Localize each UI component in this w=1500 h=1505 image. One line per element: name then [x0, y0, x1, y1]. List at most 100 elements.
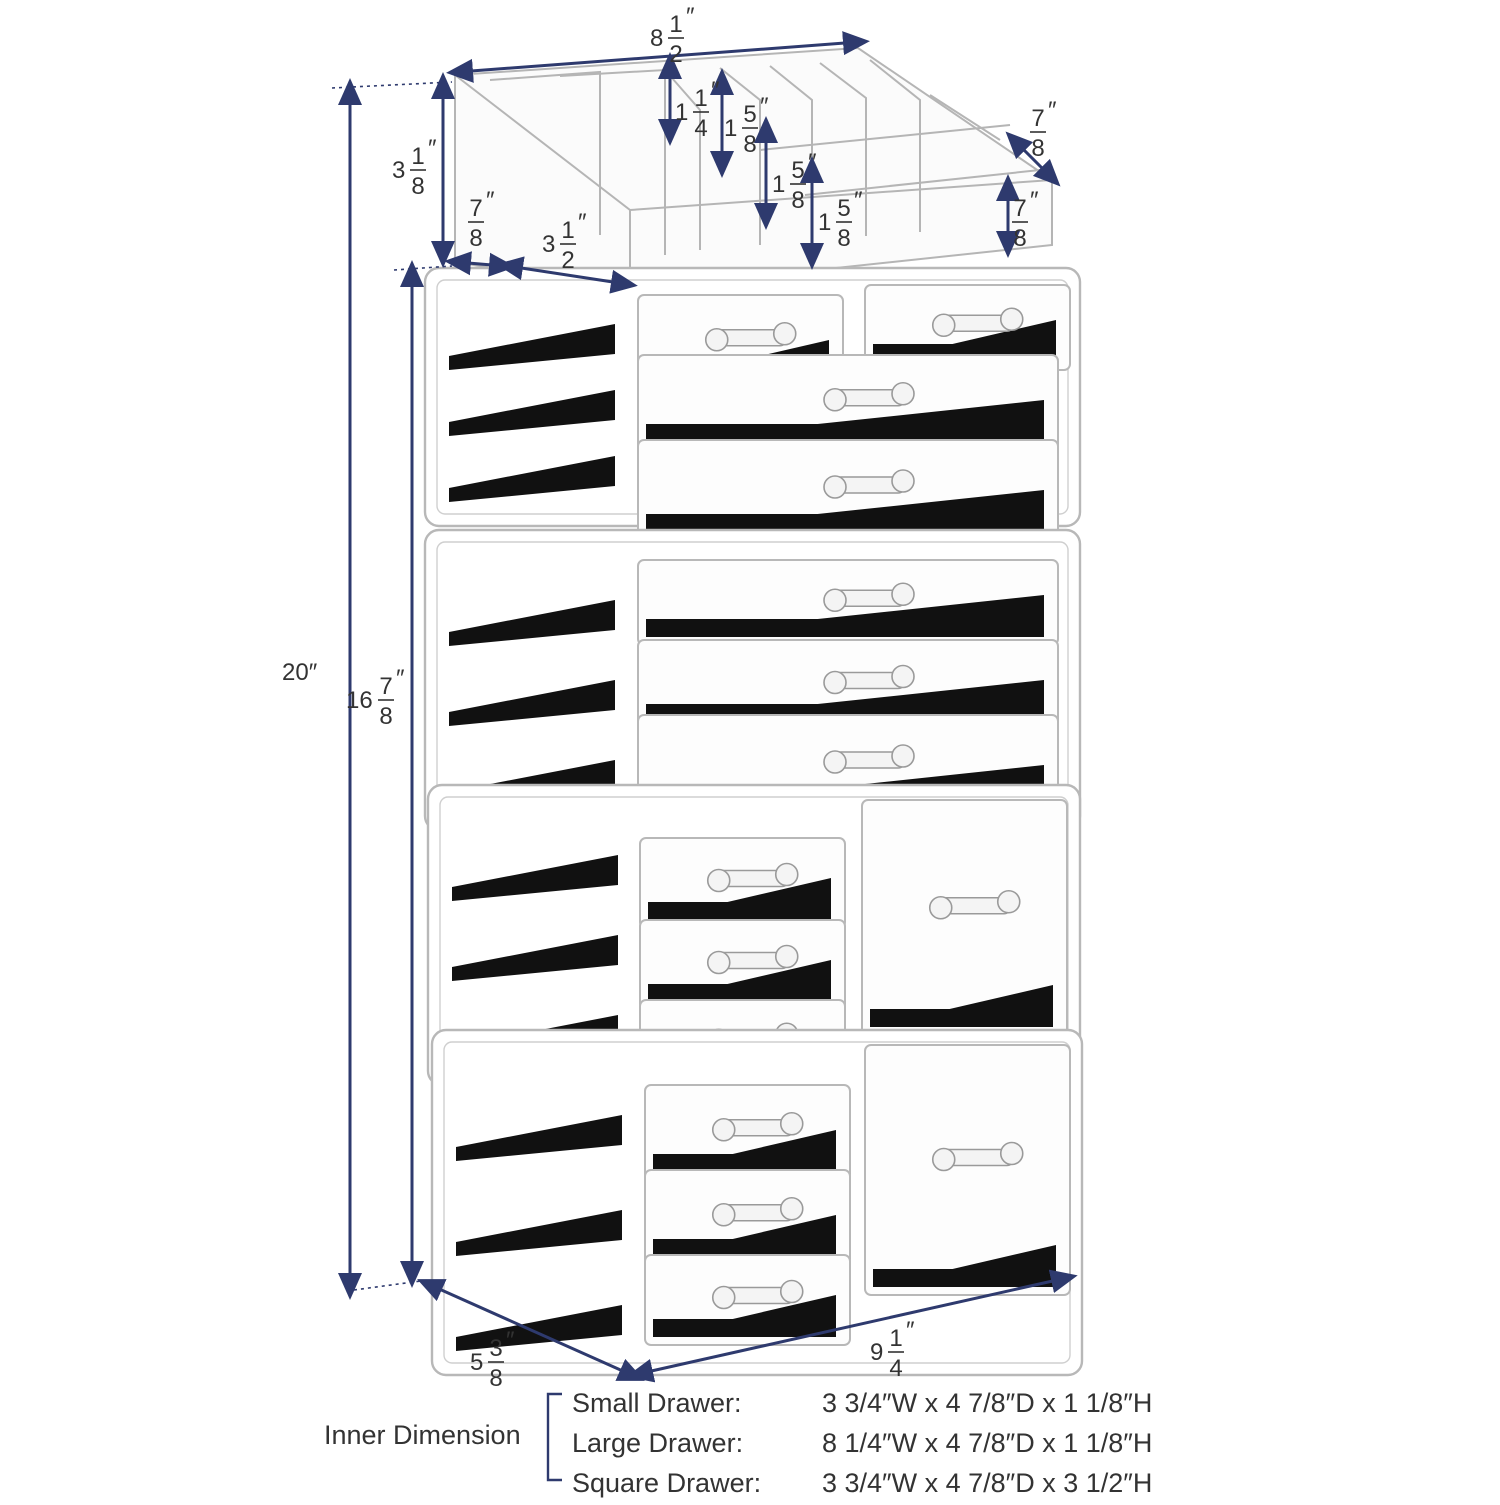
- slot-1-height-label: 114″: [675, 77, 720, 142]
- legend-label-small: Small Drawer:: [572, 1388, 742, 1418]
- drawer-cabinet-1: [423, 266, 1082, 541]
- svg-text:2: 2: [669, 41, 682, 68]
- svg-text:5: 5: [791, 157, 804, 184]
- svg-text:″: ″: [906, 1317, 915, 1344]
- svg-text:″: ″: [686, 3, 695, 30]
- svg-text:4: 4: [889, 1355, 902, 1382]
- svg-text:8: 8: [650, 25, 663, 52]
- svg-text:8: 8: [791, 187, 804, 214]
- small-drawer: [644, 1169, 851, 1266]
- top-width-label: 81 2″: [650, 3, 695, 68]
- svg-text:16: 16: [346, 687, 373, 714]
- svg-text:5: 5: [470, 1349, 483, 1376]
- svg-text:3: 3: [392, 157, 405, 184]
- svg-text:1: 1: [889, 1325, 902, 1352]
- slot-2-height-label: 15 8″: [724, 93, 769, 158]
- slot-depth-right-line: [1005, 131, 1061, 187]
- drawer-knob[interactable]: [704, 321, 797, 352]
- slot-3-height-label: 15 8″: [772, 149, 817, 214]
- legend-label-square: Square Drawer:: [572, 1468, 762, 1498]
- svg-text:8: 8: [469, 225, 482, 252]
- slot-depth-right-label: 7 8″: [1030, 97, 1057, 162]
- svg-text:8: 8: [1031, 135, 1044, 162]
- base-width-line: [626, 1269, 1078, 1383]
- drawer-knob[interactable]: [711, 1196, 804, 1227]
- svg-text:9: 9: [870, 1339, 883, 1366]
- svg-text:3: 3: [489, 1335, 502, 1362]
- drawer-knob[interactable]: [928, 889, 1021, 920]
- svg-text:1: 1: [669, 11, 682, 38]
- drawer-knob[interactable]: [823, 381, 915, 412]
- svg-text:1: 1: [818, 209, 831, 236]
- slot-width-left-label: 78″: [468, 187, 495, 252]
- svg-text:5: 5: [743, 101, 756, 128]
- svg-text:8: 8: [1013, 225, 1026, 252]
- svg-text:8: 8: [837, 225, 850, 252]
- base-width-label: 91 4″: [870, 1317, 915, 1382]
- svg-text:1: 1: [694, 85, 707, 112]
- drawer-knob[interactable]: [711, 1111, 804, 1142]
- extension-lines: [331, 81, 453, 1291]
- svg-text:″: ″: [808, 149, 817, 176]
- svg-text:8: 8: [411, 173, 424, 200]
- svg-text:1: 1: [561, 217, 574, 244]
- svg-text:3: 3: [542, 231, 555, 258]
- small-drawer: [639, 837, 846, 929]
- drawer-knob[interactable]: [931, 1141, 1024, 1172]
- svg-text:″: ″: [578, 209, 587, 236]
- drawer-knob[interactable]: [706, 944, 799, 975]
- total-height-label: 20″: [282, 659, 318, 686]
- svg-text:1: 1: [724, 115, 737, 142]
- large-drawer: [637, 439, 1059, 541]
- slot-width-right-label: 78″: [1012, 187, 1039, 252]
- dimension-labels: 812″318″20″1678″538″914″114″158″158″158″…: [282, 3, 1057, 1392]
- svg-text:8: 8: [379, 703, 392, 730]
- slot-width-left-line: [444, 251, 516, 277]
- svg-text:1: 1: [411, 143, 424, 170]
- svg-text:7: 7: [1013, 195, 1026, 222]
- svg-text:1: 1: [772, 171, 785, 198]
- svg-text:1: 1: [675, 99, 688, 126]
- drawer-knob[interactable]: [823, 664, 915, 695]
- svg-text:8: 8: [743, 131, 756, 158]
- drawer-cabinets: [423, 266, 1084, 1377]
- drawer-knob[interactable]: [823, 469, 915, 499]
- large-slot-width-label: 31 2″: [542, 209, 587, 274]
- square-drawer: [861, 799, 1068, 1036]
- legend-value-large: 8 1/4″W x 4 7/8″D x 1 1/8″H: [822, 1428, 1153, 1458]
- svg-text:″: ″: [396, 665, 405, 692]
- svg-text:2: 2: [561, 247, 574, 274]
- svg-text:20″: 20″: [282, 659, 318, 686]
- dimension-lines: [338, 31, 1078, 1383]
- svg-text:″: ″: [1048, 97, 1057, 124]
- small-drawer: [644, 1084, 851, 1181]
- svg-text:″: ″: [854, 187, 863, 214]
- svg-text:″: ″: [760, 93, 769, 120]
- base-depth-label: 538″: [470, 1327, 515, 1392]
- svg-text:5: 5: [837, 195, 850, 222]
- legend-label-large: Large Drawer:: [572, 1428, 744, 1458]
- drawer-knob[interactable]: [823, 744, 915, 774]
- legend-value-square: 3 3/4″W x 4 7/8″D x 3 1/2″H: [822, 1468, 1153, 1498]
- tray-height-label: 31 8″: [392, 135, 437, 200]
- svg-text:4: 4: [694, 115, 707, 142]
- drawer-knob[interactable]: [706, 862, 799, 893]
- svg-text:″: ″: [486, 187, 495, 214]
- base-depth-line: [417, 1279, 645, 1381]
- legend-value-small: 3 3/4″W x 4 7/8″D x 1 1/8″H: [822, 1388, 1153, 1418]
- legend-title: Inner Dimension: [324, 1420, 521, 1450]
- svg-text:″: ″: [711, 77, 720, 104]
- large-slot-width-line: [496, 256, 638, 294]
- large-drawer: [637, 559, 1059, 646]
- slot-4-height-label: 15 8″: [818, 187, 863, 252]
- svg-text:7: 7: [1031, 105, 1044, 132]
- svg-text:″: ″: [428, 135, 437, 162]
- large-drawer: [637, 354, 1059, 451]
- drawer-knob[interactable]: [931, 307, 1024, 338]
- svg-text:8: 8: [489, 1365, 502, 1392]
- drawer-knob[interactable]: [823, 582, 915, 613]
